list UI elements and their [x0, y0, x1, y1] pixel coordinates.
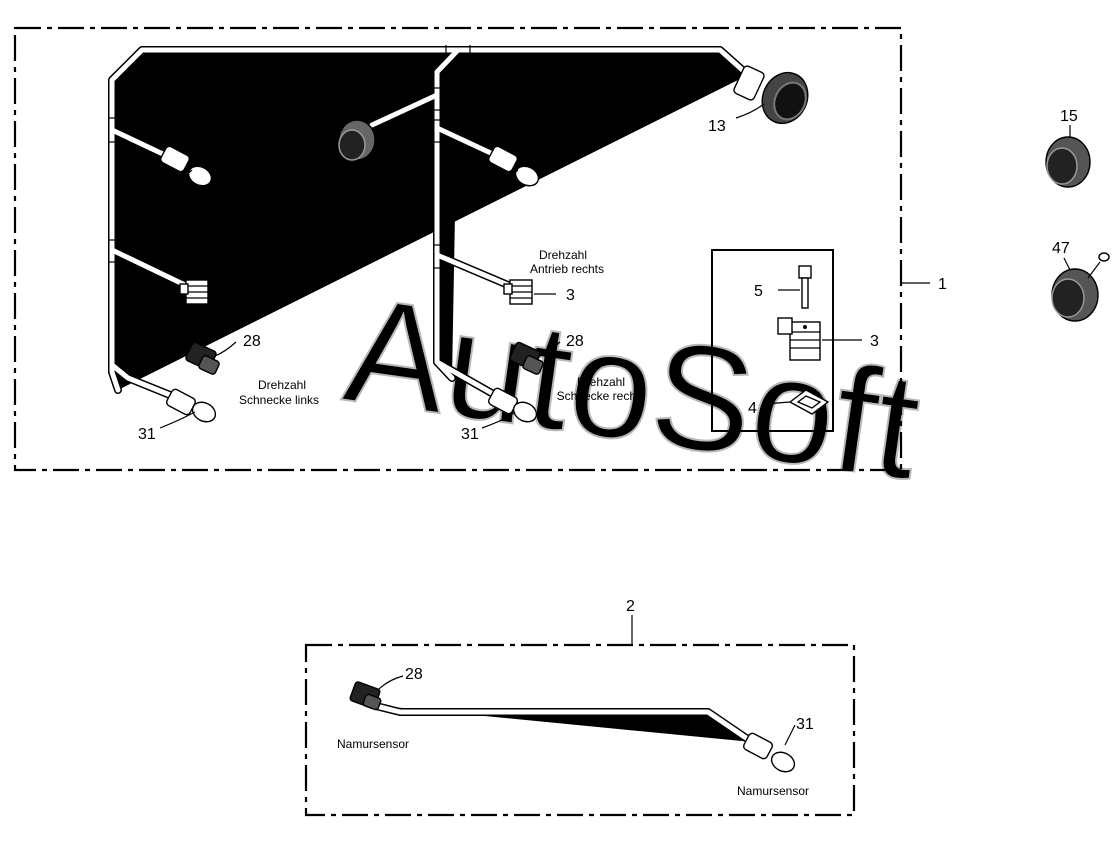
- label-auger-left-2: Schnecke links: [239, 393, 319, 407]
- connector-31-right-top: [488, 145, 540, 187]
- label-drive-left-2: Antrieb links: [193, 261, 258, 275]
- label-drive-left-1: Drehzahl: [204, 247, 252, 261]
- speed-sensor-left: [179, 279, 209, 305]
- label-auger-right-1: Drehzahl: [577, 375, 625, 389]
- callout-31-b: 31: [461, 186, 479, 203]
- speed-sensor-right: [503, 279, 533, 305]
- callout-28-b: 28: [566, 333, 584, 350]
- connector-13: [733, 65, 809, 125]
- callout-3-b: 3: [566, 287, 575, 304]
- callout-4: 4: [748, 400, 757, 417]
- callout-5: 5: [754, 283, 763, 300]
- label-position-left-1: Position: [205, 120, 248, 134]
- namur-cable: [372, 705, 752, 742]
- callout-13: 13: [708, 118, 726, 135]
- callout-3-c: 3: [870, 333, 879, 350]
- callout-15-loose: 15: [1060, 108, 1078, 125]
- assembly-2-frame: [304, 643, 856, 817]
- callout-31-d: 31: [461, 426, 479, 443]
- assembly-1-frame: [13, 26, 903, 472]
- label-position-right-2: Mäher rechts: [538, 129, 608, 143]
- label-position-right-1: Position: [551, 115, 594, 129]
- cap-47: [1051, 252, 1110, 322]
- label-drive-right-1: Drehzahl: [539, 248, 587, 262]
- label-namur-right: Namursensor: [737, 784, 809, 798]
- leader-lines: [159, 103, 1071, 746]
- callout-28-a: 28: [243, 333, 261, 350]
- callout-31-c: 31: [138, 426, 156, 443]
- bolt-5: [798, 265, 812, 309]
- label-adapter-2: Schnitthöhe: [323, 187, 387, 201]
- connector-31-left-top: [160, 145, 213, 187]
- callout-28-c: 28: [405, 666, 423, 683]
- plug-28-right: [509, 341, 544, 375]
- main-harness: [112, 50, 748, 395]
- connector-31-right-bottom: [488, 387, 538, 423]
- part-labels: Position Mäher links Position Mäher rech…: [193, 115, 809, 798]
- seal-4: [788, 389, 830, 415]
- plug-28-assembly-2: [349, 681, 382, 711]
- callout-2: 2: [626, 598, 635, 615]
- callout-31-a: 31: [138, 186, 156, 203]
- loose-adapter-15: [1045, 136, 1091, 188]
- callout-47: 47: [1052, 240, 1070, 257]
- label-adapter-1: Adapter: [333, 175, 375, 189]
- callout-15: 15: [294, 103, 312, 120]
- callout-3-a: 3: [243, 287, 252, 304]
- callout-31-e: 31: [796, 716, 814, 733]
- callout-1: 1: [938, 276, 947, 293]
- label-namur-left: Namursensor: [337, 737, 409, 751]
- plug-28-left: [185, 341, 220, 375]
- label-auger-right-2: Schnecke rechts: [557, 389, 646, 403]
- connector-31-assembly-2: [743, 732, 796, 773]
- adapter-15: [338, 119, 376, 161]
- connector-31-left-bottom: [166, 388, 217, 423]
- label-position-left-2: Mäher links: [193, 134, 254, 148]
- watermark: AutoSoft: [336, 265, 929, 511]
- label-drive-right-2: Antrieb rechts: [530, 262, 604, 276]
- speed-sensor-detail: [777, 317, 821, 361]
- cable-joints: [108, 45, 471, 269]
- label-auger-left-1: Drehzahl: [258, 378, 306, 392]
- callout-numbers: 15 13 31 31 3 3 28 28 31 31 5 3 4 1 15 4…: [138, 103, 1078, 733]
